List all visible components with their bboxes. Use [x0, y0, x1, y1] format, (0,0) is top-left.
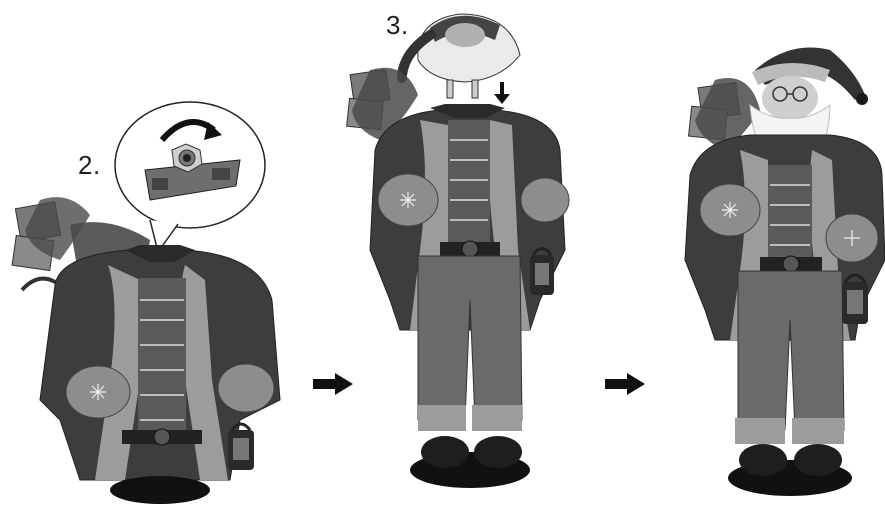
- stand-base: [728, 444, 852, 496]
- santa-pants: [735, 271, 844, 444]
- left-mitten: [700, 184, 760, 236]
- lantern: [842, 275, 868, 324]
- santa-face: [762, 76, 818, 120]
- right-mitten: [826, 214, 878, 262]
